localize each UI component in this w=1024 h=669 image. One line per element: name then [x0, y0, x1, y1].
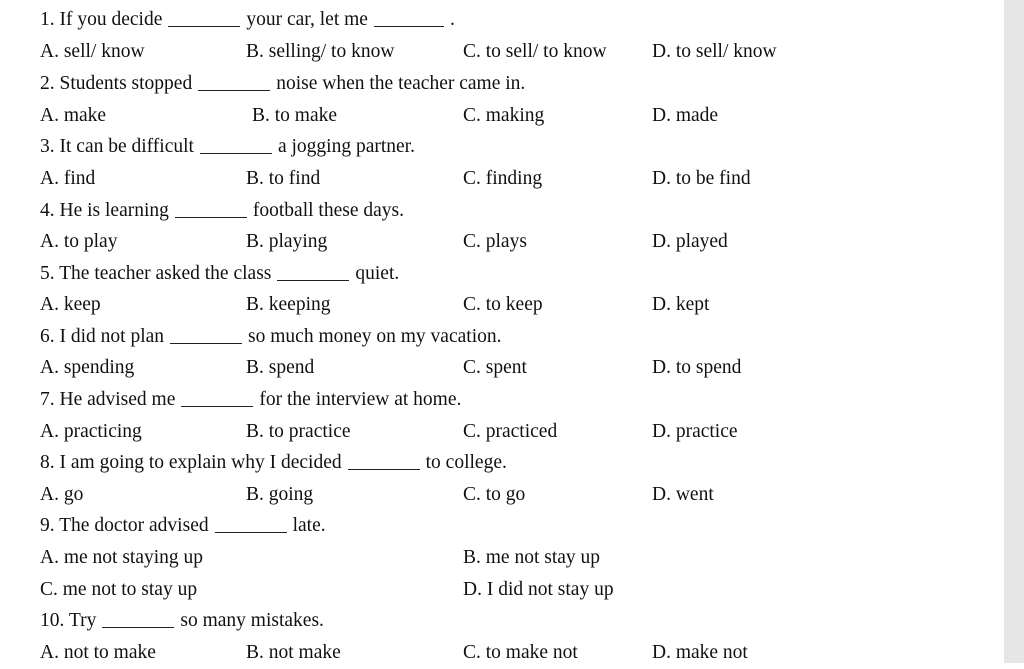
option-c: C. plays [463, 231, 527, 252]
option-b: B. to make [252, 105, 338, 126]
answer-blank [347, 449, 420, 470]
option-b: B. selling/ to know [246, 41, 395, 62]
answer-blank [102, 607, 175, 628]
option-b: B. playing [246, 231, 328, 252]
option-a: A. find [40, 168, 96, 189]
question-text: 9. The doctor advised [40, 515, 209, 536]
question-text: 3. It can be difficult [40, 136, 194, 157]
option-b: B. spend [246, 357, 315, 378]
option-a: A. keep [40, 294, 101, 315]
question-text: noise when the teacher came in. [276, 73, 526, 94]
answer-blank [168, 6, 241, 27]
option-a: A. practicing [40, 421, 142, 442]
answer-blank [199, 133, 272, 154]
question-text: 7. He advised me [40, 389, 176, 410]
option-c: C. making [463, 105, 545, 126]
option-c: C. practiced [463, 421, 558, 442]
question-text: 10. Try [40, 610, 97, 631]
question-text: your car, let me [246, 9, 368, 30]
question-text: a jogging partner. [277, 136, 415, 157]
question-text: 8. I am going to explain why I decided [40, 452, 342, 473]
option-d: D. I did not stay up [463, 579, 614, 600]
option-d: D. went [652, 484, 714, 505]
answer-blank [174, 197, 247, 218]
answer-blank [181, 386, 254, 407]
option-c: C. finding [463, 168, 543, 189]
option-b: B. to find [246, 168, 321, 189]
question-text: for the interview at home. [259, 389, 462, 410]
option-c: C. to go [463, 484, 526, 505]
question-text: . [449, 9, 455, 30]
option-d: D. make not [652, 642, 748, 663]
option-d: D. to spend [652, 357, 742, 378]
right-margin-strip [1004, 0, 1024, 663]
option-b: B. going [246, 484, 314, 505]
answer-blank [277, 260, 350, 281]
question-text: 2. Students stopped [40, 73, 193, 94]
option-d: D. to be find [652, 168, 751, 189]
option-c: C. to sell/ to know [463, 41, 607, 62]
option-d: D. practice [652, 421, 738, 442]
option-d: D. kept [652, 294, 710, 315]
option-a: A. spending [40, 357, 135, 378]
question-text: to college. [425, 452, 507, 473]
option-a: A. sell/ know [40, 41, 145, 62]
option-b: B. not make [246, 642, 341, 663]
option-d: D. to sell/ know [652, 41, 777, 62]
question-text: late. [292, 515, 326, 536]
option-d: D. made [652, 105, 719, 126]
option-b: B. to practice [246, 421, 351, 442]
question-text: quiet. [355, 263, 400, 284]
question-text: football these days. [252, 200, 404, 221]
option-d: D. played [652, 231, 728, 252]
question-text: 4. He is learning [40, 200, 169, 221]
option-b: B. keeping [246, 294, 331, 315]
question-text: 6. I did not plan [40, 326, 165, 347]
option-a: A. to play [40, 231, 118, 252]
option-a: A. make [40, 105, 107, 126]
option-a: A. me not staying up [40, 547, 204, 568]
option-c: C. spent [463, 357, 527, 378]
answer-blank [214, 512, 287, 533]
option-c: C. to keep [463, 294, 543, 315]
question-text: so much money on my vacation. [248, 326, 502, 347]
option-a: A. go [40, 484, 84, 505]
question-text: 5. The teacher asked the class [40, 263, 272, 284]
answer-blank [198, 70, 271, 91]
option-a: A. not to make [40, 642, 156, 663]
option-c: C. to make not [463, 642, 578, 663]
answer-blank [170, 323, 243, 344]
question-text: 1. If you decide [40, 9, 163, 30]
question-text: so many mistakes. [180, 610, 324, 631]
answer-blank [373, 6, 444, 27]
option-b: B. me not stay up [463, 547, 601, 568]
option-c: C. me not to stay up [40, 579, 198, 600]
